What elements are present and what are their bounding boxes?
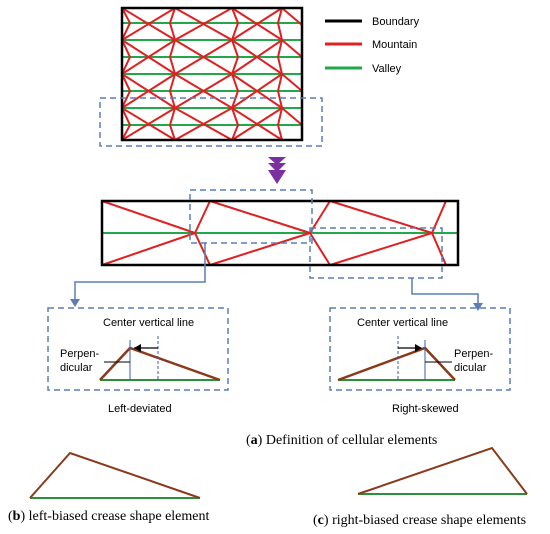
detail-right-caption: Right-skewed	[392, 403, 459, 415]
down-chevron-arrow-icon	[268, 157, 286, 184]
element-b-shape	[29, 451, 201, 499]
detail-box-left	[47, 307, 229, 391]
caption-c-text: right-biased crease shape elements	[332, 513, 526, 528]
element-c-shape	[357, 446, 528, 495]
legend-mountain-label: Mountain	[372, 39, 417, 51]
grid-boundary	[120, 6, 304, 142]
detail-left-perp-line1: Perpen-	[60, 348, 99, 360]
mountain-lines	[120, 7, 303, 141]
caption-b-letter: b	[13, 509, 21, 524]
enlarged-strip	[100, 199, 460, 267]
detail-box-right	[329, 307, 511, 391]
caption-c-letter: c	[318, 513, 324, 528]
crease-pattern-grid	[120, 6, 304, 142]
connector-arrowhead-left	[70, 299, 80, 307]
caption-a-letter: a	[251, 433, 258, 448]
valley-lines	[122, 22, 302, 126]
selection-box	[99, 97, 323, 147]
caption-b: (b) left-biased crease shape element	[8, 509, 209, 524]
connector-arrows	[74, 243, 479, 304]
caption-a-text: Definition of cellular elements	[266, 433, 437, 448]
detail-left-perp-line2: dicular	[60, 362, 93, 374]
legend-valley-label: Valley	[372, 63, 402, 75]
caption-b-text: left-biased crease shape element	[29, 509, 210, 524]
caption-c: (c) right-biased crease shape elements	[313, 513, 526, 528]
caption-a: (a) Definition of cellular elements	[246, 433, 437, 448]
detail-left-center-label: Center vertical line	[103, 317, 194, 329]
detail-left-caption: Left-deviated	[108, 403, 172, 415]
connector-arrowhead-right	[473, 303, 483, 311]
legend: Boundary Mountain Valley	[325, 16, 420, 75]
strip-selection-right	[309, 227, 443, 279]
strip-selection-left	[189, 189, 313, 244]
legend-boundary-label: Boundary	[372, 16, 420, 28]
strip-boundary	[100, 199, 460, 267]
detail-right-triangle	[337, 336, 456, 382]
detail-right-center-label: Center vertical line	[357, 317, 448, 329]
detail-left-triangle	[99, 336, 221, 382]
detail-right-perp-line1: Perpen-	[454, 348, 493, 360]
detail-right-perp-line2: dicular	[454, 362, 487, 374]
